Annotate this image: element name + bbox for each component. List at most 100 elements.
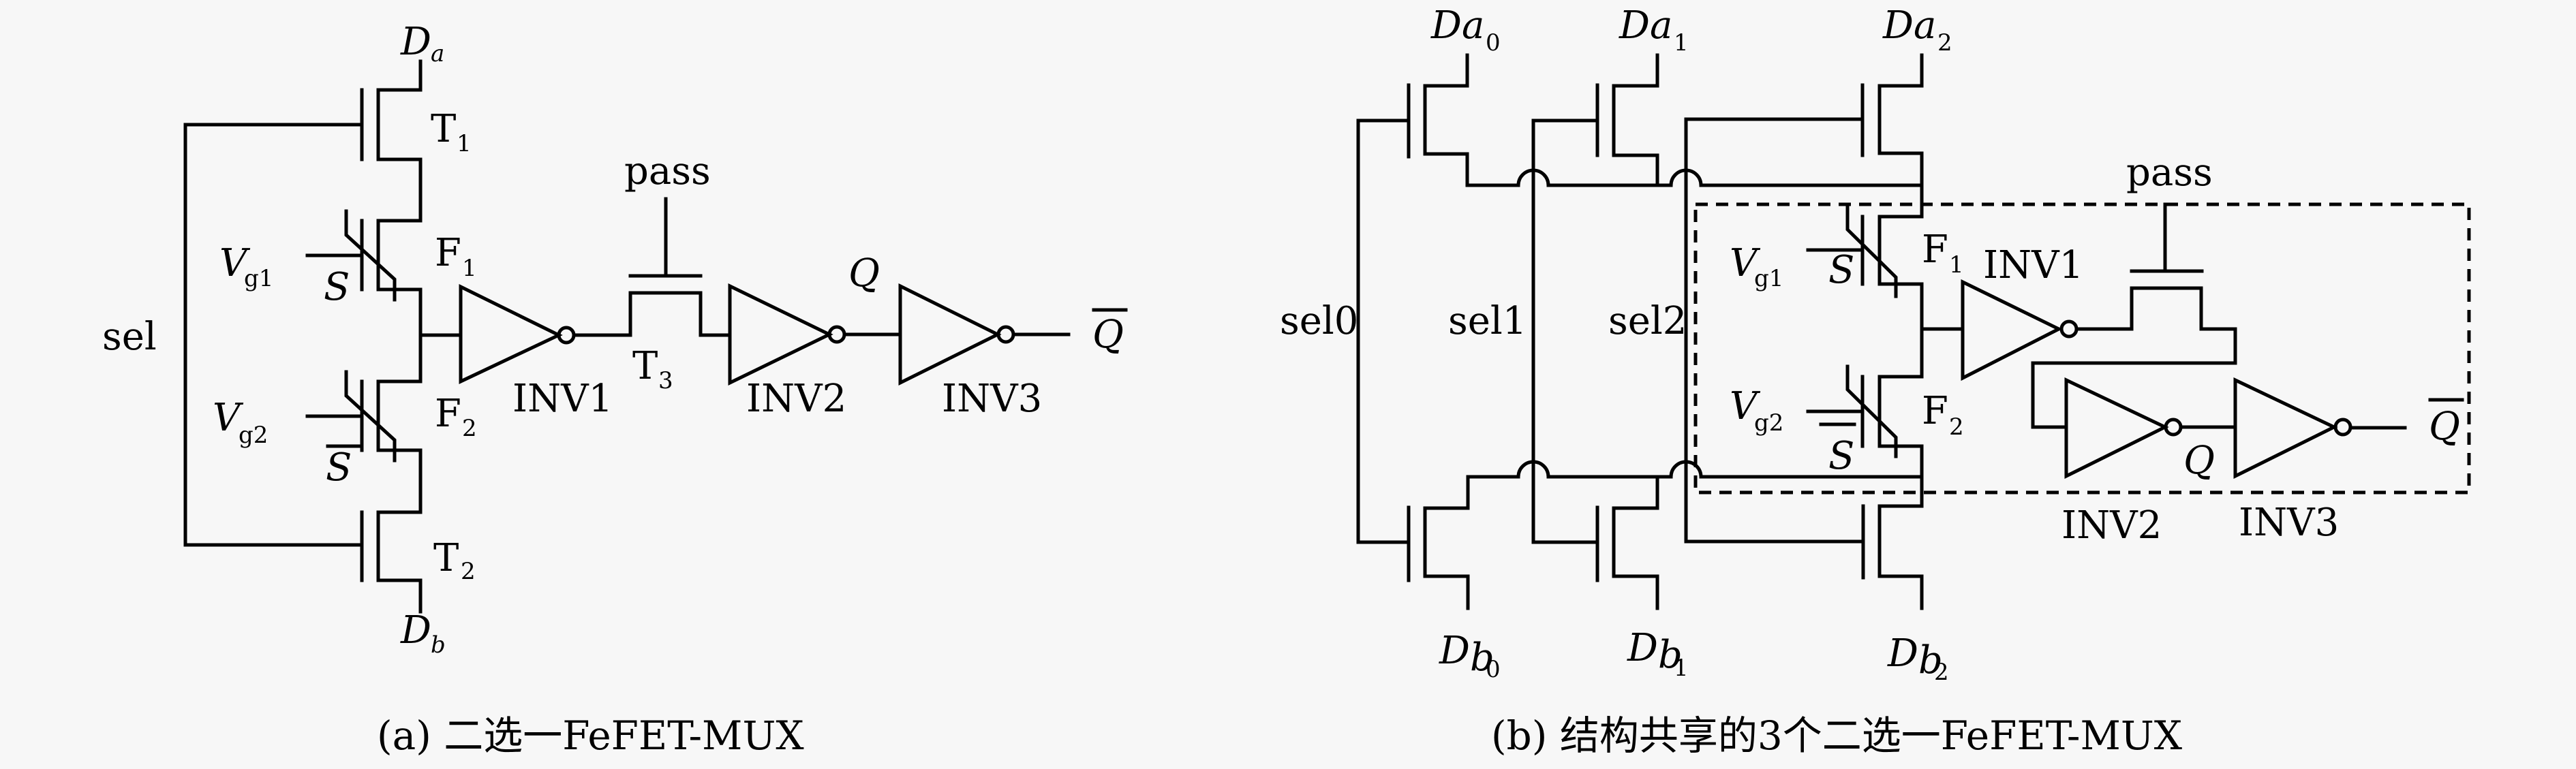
panel-a-circuit	[183, 59, 1071, 614]
label-db-sub: b	[431, 631, 446, 659]
transistor-ta2	[1860, 53, 1924, 219]
label-f1-b-sub: 1	[1949, 251, 1964, 279]
label-t3: T	[632, 344, 658, 388]
label-sbar-a: S	[326, 445, 352, 490]
label-pass-a: pass	[624, 149, 711, 193]
label-db: D	[400, 608, 431, 653]
caption-a: (a) 二选一FeFET-MUX	[377, 712, 804, 759]
inv1-triangle	[459, 283, 563, 384]
transistor-tb1	[1595, 475, 1659, 610]
label-da2-sub: a	[1914, 3, 1936, 48]
label-vg1-b-sub: g1	[1754, 265, 1783, 292]
label-db2-idx: 2	[1934, 659, 1949, 686]
label-db1: D	[1627, 626, 1658, 670]
label-t3-sub: 3	[658, 367, 673, 394]
label-vg1-sub: g1	[244, 265, 273, 292]
label-q-a: Q	[848, 251, 880, 296]
label-qbar-b: Q	[2429, 405, 2460, 449]
label-inv2-b: INV2	[2061, 503, 2162, 548]
label-inv2-a: INV2	[746, 377, 846, 421]
t1-channel	[376, 59, 423, 223]
fefet-f1	[305, 209, 423, 337]
label-da1-sub: a	[1650, 3, 1672, 48]
f1-hysteresis-mark	[344, 209, 397, 302]
label-sel2: sel2	[1608, 299, 1687, 343]
label-db2: D	[1887, 631, 1918, 676]
label-sel: sel	[102, 315, 157, 359]
label-vg2-b-sub: g2	[1754, 409, 1783, 437]
label-sel0: sel0	[1280, 299, 1358, 343]
label-da0-idx: 0	[1486, 29, 1501, 57]
label-inv3-b: INV3	[2239, 501, 2339, 545]
label-inv3-a: INV3	[942, 377, 1042, 421]
label-vg2: V	[213, 396, 244, 440]
label-pass-b: pass	[2126, 151, 2213, 195]
sel0-wire	[1356, 119, 1411, 544]
label-da0: D	[1430, 3, 1462, 48]
inv3-triangle	[898, 283, 1002, 386]
transistor-t2	[360, 510, 423, 614]
label-sbar-b: S	[1828, 434, 1854, 478]
fefet-f1-b	[1806, 204, 1924, 379]
inverter-inv1	[459, 283, 576, 384]
label-t2-sub: 2	[461, 558, 476, 585]
label-da2: D	[1882, 3, 1914, 48]
inv2b-triangle	[2064, 377, 2169, 480]
transistor-ta1	[1595, 53, 1659, 187]
label-da-sub: a	[431, 40, 444, 67]
inverter-inv2-b	[2064, 377, 2183, 480]
label-f2-b-sub: 2	[1949, 413, 1964, 441]
transistor-tb0	[1407, 475, 1470, 610]
label-da: D	[400, 20, 431, 64]
label-db2-sub: b	[1918, 638, 1943, 682]
fefet-f2	[305, 333, 423, 514]
label-sel1: sel1	[1448, 299, 1527, 343]
f2b-hysteresis-mark	[1845, 364, 1898, 458]
panel-b-labels: D a 0 D a 1 D a 2 sel0 sel1 sel2 V g1 S …	[1280, 3, 2464, 686]
label-q-b: Q	[2183, 439, 2215, 483]
f1b-channel	[1877, 215, 1924, 379]
tb1-channel	[1612, 475, 1659, 610]
pass-transistor-b	[2031, 202, 2237, 429]
panel-a-labels: D a T 1 F 1 V g1 S sel V g2 S F 2 INV1 T…	[102, 20, 1128, 659]
inv1b-triangle	[1961, 279, 2063, 381]
label-db0-idx: 0	[1486, 656, 1501, 683]
sel1-wire	[1531, 119, 1599, 544]
label-da0-sub: a	[1462, 3, 1484, 48]
fefet-f2-b	[1806, 364, 1924, 508]
ta0-channel	[1423, 53, 1469, 187]
label-db1-sub: b	[1658, 633, 1683, 677]
label-db0-sub: b	[1470, 635, 1494, 680]
sel2-wire	[1684, 117, 1865, 544]
tb2-channel	[1877, 504, 1924, 610]
label-f2-sub: 2	[462, 415, 477, 442]
label-t2: T	[433, 536, 459, 580]
label-db0: D	[1439, 629, 1470, 673]
t2-channel	[376, 510, 423, 614]
tb0-channel	[1423, 475, 1470, 610]
label-inv1-a: INV1	[512, 377, 613, 421]
ta2-channel	[1877, 53, 1924, 219]
pass-b-channel	[2031, 286, 2237, 429]
label-vg1-b: V	[1730, 241, 1761, 285]
label-f1-b: F	[1922, 227, 1948, 272]
label-f2-b: F	[1922, 389, 1948, 433]
transistor-t1	[360, 59, 423, 223]
label-qbar-a: Q	[1092, 313, 1124, 357]
label-s-a: S	[324, 265, 350, 309]
transistor-tb2	[1861, 504, 1924, 610]
ta1-channel	[1612, 53, 1659, 187]
label-f1-sub: 1	[462, 255, 477, 282]
f2-channel	[376, 333, 423, 514]
caption-b: (b) 结构共享的3个二选一FeFET-MUX	[1491, 712, 2183, 759]
f2b-channel	[1877, 375, 1924, 508]
sel-wire-a	[183, 123, 364, 547]
inv1b-bubble	[2059, 319, 2079, 339]
panel-b-circuit	[1356, 53, 2471, 610]
label-s-b: S	[1828, 248, 1854, 292]
label-da1-idx: 1	[1674, 29, 1689, 57]
label-da2-idx: 2	[1937, 29, 1952, 57]
label-t1: T	[431, 107, 456, 151]
label-f1: F	[435, 231, 461, 275]
